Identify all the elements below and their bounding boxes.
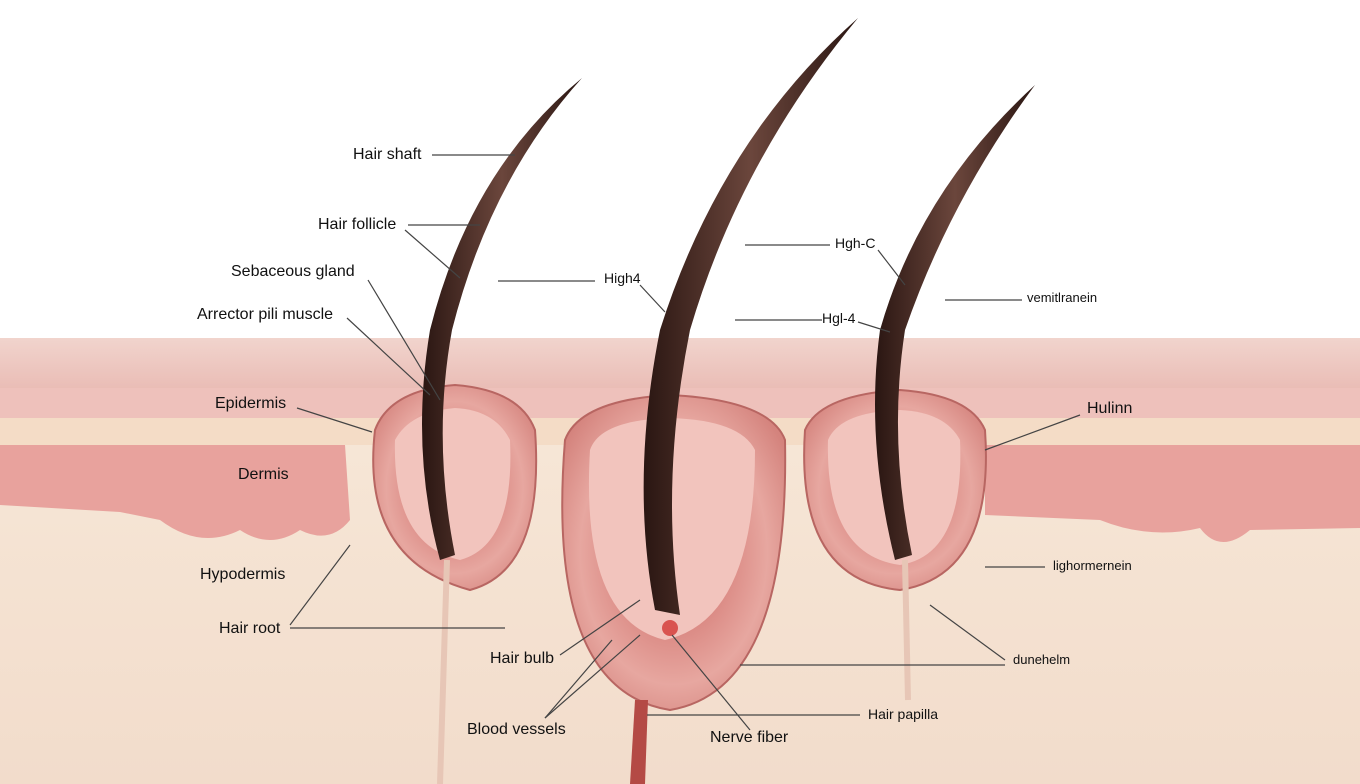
label-sebaceous-gland: Sebaceous gland (231, 263, 355, 280)
label-arrector-pili-muscle: Arrector pili muscle (197, 306, 334, 323)
label-nerve-fiber: Nerve fiber (710, 729, 789, 746)
label-hair-root: Hair root (219, 620, 281, 637)
hair-papilla (662, 620, 678, 636)
label-epidermis: Epidermis (215, 395, 287, 412)
label-dermis: Dermis (238, 466, 289, 483)
label-high4: High4 (604, 270, 641, 286)
label-lighormernein: lighormernein (1053, 558, 1132, 573)
blood-vessel (630, 700, 648, 784)
label-dunehelm: dunehelm (1013, 652, 1071, 667)
label-hair-bulb: Hair bulb (490, 650, 555, 667)
label-blood-vessels: Blood vessels (467, 721, 566, 738)
label-hgh-c: Hgh-C (835, 235, 876, 251)
dermis-right (985, 445, 1360, 543)
label-vemitlranein: vemitlranein (1027, 290, 1098, 305)
label-hair-follicle: Hair follicle (318, 216, 397, 233)
label-hgl-4: Hgl-4 (822, 310, 856, 326)
hair-shaft-middle (643, 18, 858, 615)
dermis-left (0, 445, 350, 540)
leader-lines (289, 154, 1081, 731)
label-hypodermis: Hypodermis (200, 566, 286, 583)
label-hair-papilla: Hair papilla (868, 706, 939, 722)
label-hair-shaft: Hair shaft (353, 146, 422, 163)
label-hulinn: Hulinn (1087, 400, 1133, 417)
hair-shaft-right (875, 85, 1035, 560)
hair-shaft-left (422, 78, 582, 560)
